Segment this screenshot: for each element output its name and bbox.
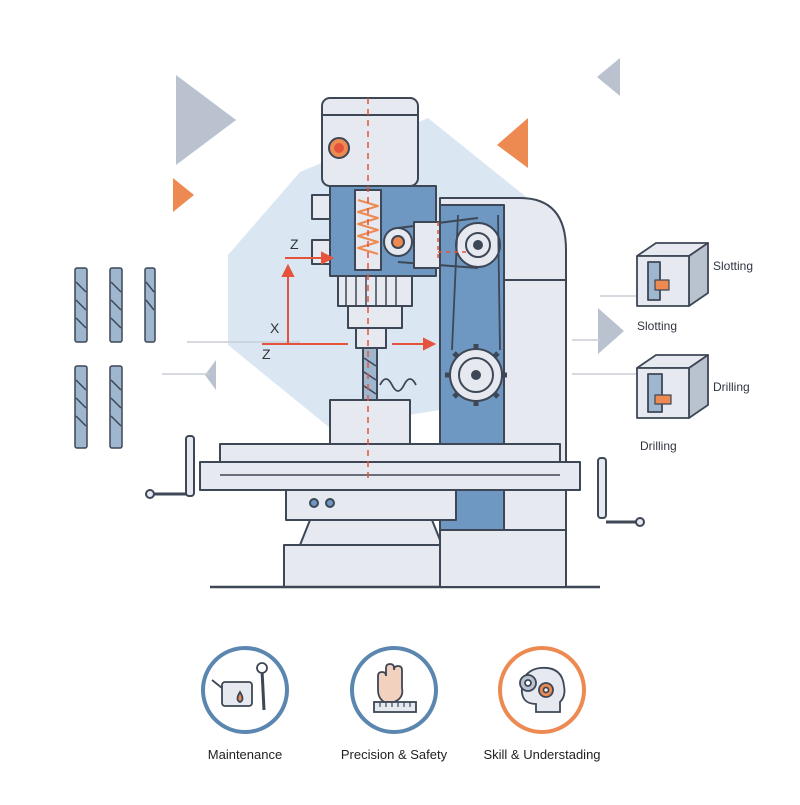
oil-can-wrench-icon xyxy=(211,662,268,711)
drill-bit xyxy=(109,365,123,449)
connector-lines xyxy=(162,295,637,375)
drilling-caption: Drilling xyxy=(640,439,677,453)
drilling-block-icon xyxy=(636,354,709,419)
quill-housing xyxy=(337,275,413,307)
z-axis-lower-label: Z xyxy=(262,346,271,362)
drill-bits xyxy=(74,267,156,449)
workpiece xyxy=(329,399,411,445)
work-table xyxy=(219,443,561,463)
triangle-gray-large xyxy=(176,75,236,165)
z-axis-upper-label: Z xyxy=(290,236,299,252)
axis-indicators xyxy=(262,98,470,480)
drill-bit xyxy=(109,267,123,343)
left-handwheel[interactable] xyxy=(145,435,195,499)
badge-label-precision-safety: Precision & Safety xyxy=(340,747,448,762)
drilling-block-label: Drilling xyxy=(713,380,750,394)
badge-skill-understanding xyxy=(498,646,586,734)
decorative-triangles xyxy=(173,58,624,390)
chuck xyxy=(355,327,387,349)
badge-precision-safety xyxy=(350,646,438,734)
drill-bit xyxy=(144,267,156,343)
badge-maintenance xyxy=(201,646,289,734)
slotting-block-label: Slotting xyxy=(713,259,754,273)
triangle-gray-topright xyxy=(597,58,620,96)
column-side xyxy=(503,279,567,531)
triangle-gray-midleft xyxy=(205,360,216,390)
slotting-block-icon xyxy=(636,242,709,307)
column-gear-icon xyxy=(445,344,507,406)
machine-base xyxy=(283,544,451,588)
slotting-caption: Slotting xyxy=(637,319,678,333)
triangle-orange-small xyxy=(173,178,194,212)
milling-machine xyxy=(145,97,645,589)
saddle xyxy=(285,489,457,521)
badge-label-skill-understanding: Skill & Understading xyxy=(483,747,601,762)
badge-label-maintenance: Maintenance xyxy=(207,747,283,762)
hand-ruler-icon xyxy=(373,663,417,713)
x-axis-label: X xyxy=(270,320,280,336)
drill-bit xyxy=(74,365,88,449)
gear-head-icon xyxy=(519,666,566,713)
triangle-orange-right xyxy=(497,118,528,168)
chip-curl xyxy=(379,378,417,392)
drill-bit xyxy=(74,267,88,343)
right-handwheel[interactable] xyxy=(597,457,645,527)
triangle-gray-midright xyxy=(598,308,624,354)
